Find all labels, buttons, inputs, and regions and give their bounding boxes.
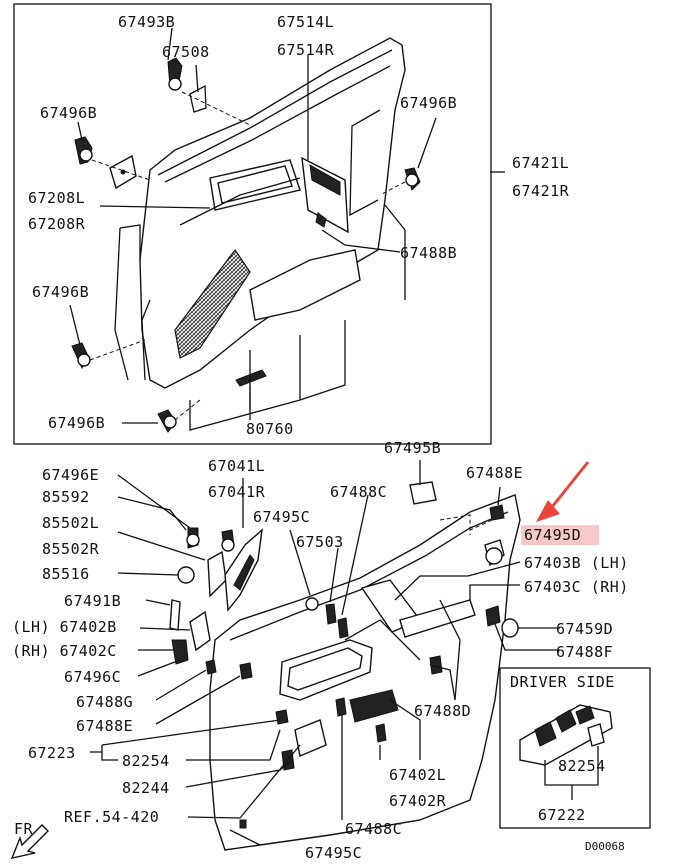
lower-leaders xyxy=(90,460,560,820)
label-67208L: 67208L xyxy=(28,189,85,207)
label-67508: 67508 xyxy=(162,43,210,61)
driver-side-title: DRIVER SIDE xyxy=(510,673,615,691)
upper-door-trim xyxy=(139,37,406,389)
label-85592: 85592 xyxy=(42,488,90,506)
label-85502L: 85502L xyxy=(42,514,99,532)
label-67402R: 67402R xyxy=(389,792,447,810)
label-67488C-bottom: 67488C xyxy=(345,820,402,838)
label-67402B: (LH) 67402B xyxy=(12,618,117,636)
label-67488G: 67488G xyxy=(76,693,133,711)
label-67495D: 67495D xyxy=(524,526,581,544)
label-67495C-bottom: 67495C xyxy=(305,844,362,862)
label-67421R: 67421R xyxy=(512,182,570,200)
label-67459D: 67459D xyxy=(556,620,613,638)
label-67496B-mid-left: 67496B xyxy=(32,283,89,301)
label-67495C-top: 67495C xyxy=(253,508,310,526)
label-82244: 82244 xyxy=(122,779,170,797)
label-67495B: 67495B xyxy=(384,439,441,457)
label-85502R: 85502R xyxy=(42,540,100,558)
label-67488C-top: 67488C xyxy=(330,483,387,501)
label-67488E-right: 67488E xyxy=(466,464,523,482)
part-highlight xyxy=(521,525,599,545)
label-67223: 67223 xyxy=(28,744,76,762)
label-82254-left: 82254 xyxy=(122,752,170,770)
label-67496E: 67496E xyxy=(42,466,99,484)
label-67421L: 67421L xyxy=(512,154,569,172)
label-67496B-top-right: 67496B xyxy=(400,94,457,112)
driver-switch-panel xyxy=(519,704,613,800)
label-85516: 85516 xyxy=(42,565,90,583)
label-67208R: 67208R xyxy=(28,215,86,233)
label-67403B: 67403B (LH) xyxy=(524,554,629,572)
label-67503: 67503 xyxy=(296,533,344,551)
label-67488D: 67488D xyxy=(414,702,471,720)
label-fr: FR xyxy=(14,820,34,838)
label-67488E-left: 67488E xyxy=(76,717,133,735)
label-67493B: 67493B xyxy=(118,13,175,31)
diagram-code: D00068 xyxy=(585,840,625,853)
label-67488B: 67488B xyxy=(400,244,457,262)
label-67496B-bottom-left: 67496B xyxy=(48,414,105,432)
upper-clips xyxy=(71,57,421,433)
lower-small-parts xyxy=(169,481,519,771)
label-67488F: 67488F xyxy=(556,643,613,661)
label-67041R: 67041R xyxy=(208,483,266,501)
label-67496B-top-left: 67496B xyxy=(40,104,97,122)
label-67402C: (RH) 67402C xyxy=(12,642,117,660)
label-80760: 80760 xyxy=(246,420,294,438)
highlight-arrow xyxy=(536,461,590,522)
label-67496C: 67496C xyxy=(64,668,121,686)
label-67491B: 67491B xyxy=(64,592,121,610)
label-67402L: 67402L xyxy=(389,766,446,784)
label-67514L: 67514L xyxy=(277,13,334,31)
label-67041L: 67041L xyxy=(208,457,265,475)
driver-side-frame xyxy=(499,667,651,829)
label-67514R: 67514R xyxy=(277,41,335,59)
label-67403C: 67403C (RH) xyxy=(524,578,629,596)
upper-leaders xyxy=(69,27,505,431)
upper-frame xyxy=(13,3,492,445)
part-labels: 67493B 67508 67514L 67514R 67496B 67496B… xyxy=(12,13,629,862)
label-ref-54-420: REF.54-420 xyxy=(64,808,159,826)
label-67222: 67222 xyxy=(538,806,586,824)
label-82254-right: 82254 xyxy=(558,757,606,775)
front-direction-arrow xyxy=(10,824,49,859)
